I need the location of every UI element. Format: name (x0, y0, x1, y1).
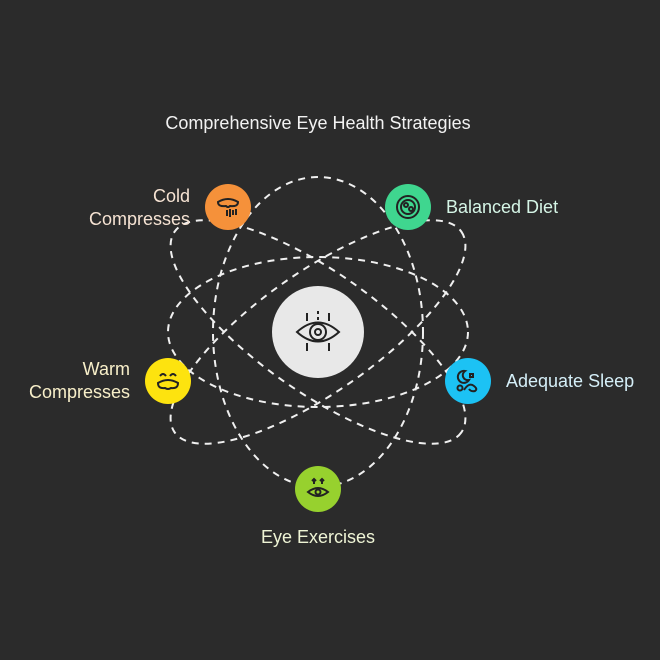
node-balanced-diet (385, 184, 431, 230)
orbit-vertical (212, 176, 424, 488)
diagram-title: Comprehensive Eye Health Strategies (165, 113, 471, 133)
diet-plate-icon (396, 195, 420, 219)
label-line: Compresses (28, 382, 130, 402)
label-warm-compresses: Warm Compresses (29, 358, 130, 404)
label-cold-compresses: Cold Compresses (89, 185, 190, 231)
sleep-icon (456, 369, 478, 393)
orbit-horizontal (167, 256, 469, 408)
label-balanced-diet: Balanced Diet (446, 197, 559, 217)
label-line: Warm (82, 359, 130, 379)
label-adequate-sleep: Adequate Sleep (506, 371, 635, 391)
node-warm-compresses (145, 358, 191, 404)
label-eye-exercises: Eye Exercises (260, 527, 376, 547)
warm-compress-icon (156, 373, 180, 390)
cold-compress-icon (216, 198, 240, 217)
eye-icon (295, 311, 341, 351)
label-line: Compresses (88, 209, 190, 229)
eye-exercise-icon (306, 477, 330, 497)
node-eye-exercises (295, 466, 341, 512)
center-eye-node (272, 286, 364, 378)
label-line: Cold (152, 186, 190, 206)
node-adequate-sleep (445, 358, 491, 404)
orbit-diagonal-b (169, 219, 467, 445)
node-cold-compresses (205, 184, 251, 230)
orbit-diagonal-a (169, 219, 467, 445)
